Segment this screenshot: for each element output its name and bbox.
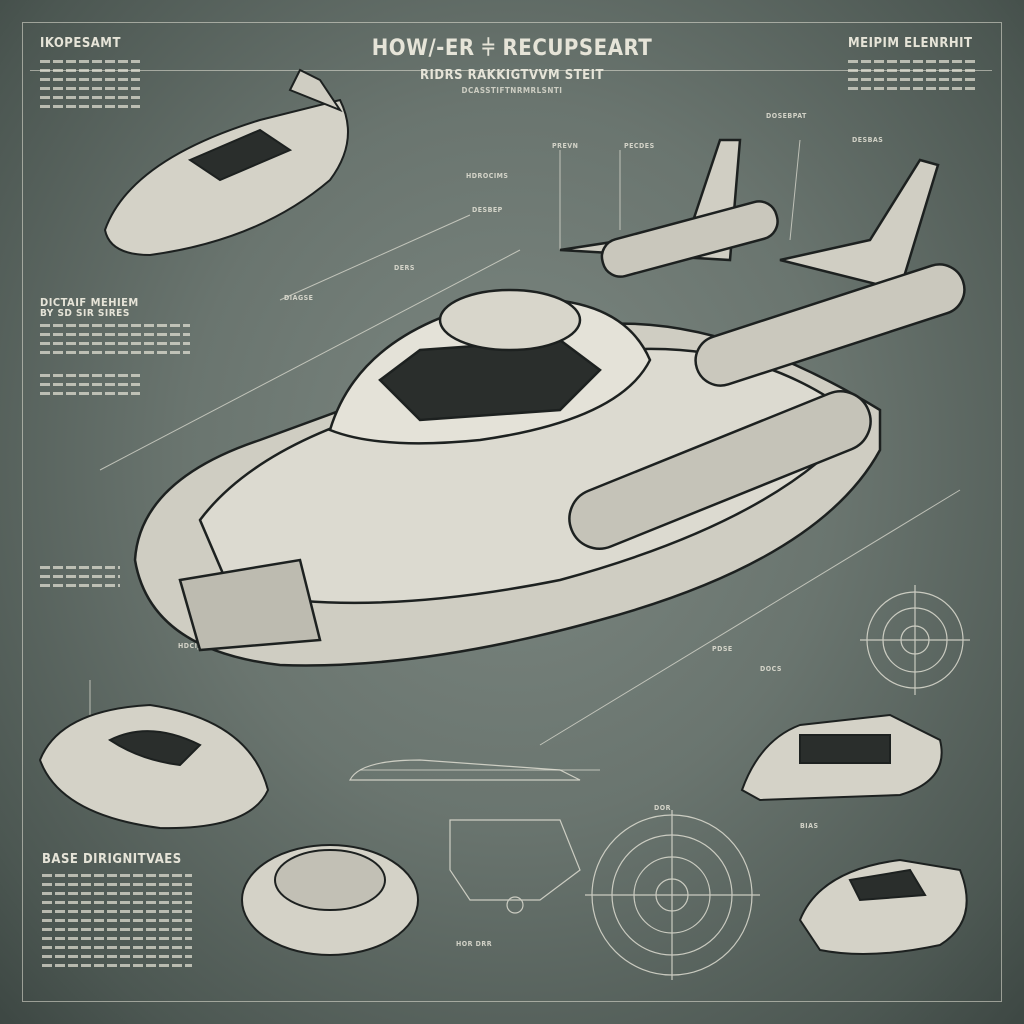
callout-label: HDROCIMS [466,172,509,180]
border-frame [22,22,1002,1002]
small-hovercraft-bottom-center [241,844,419,956]
mid-left-notes-2 [40,368,140,401]
mid-left-heading: DICTAIF MEHIEM [40,296,139,309]
callout-label: DOR [654,804,671,812]
page-subtitle: RIDRS RAKKIGTVVM STEIT [420,68,604,83]
circular-schematic-right [860,585,970,695]
callout-label: PREVN [552,142,579,150]
callout-label: HOR DRR [456,940,493,948]
top-left-heading: IKOPESAMT [40,36,121,51]
main-hovercraft [133,138,966,667]
title-rule [30,70,992,71]
callout-label: HDCIJSA [178,642,211,650]
left-notes-3 [40,560,120,593]
top-right-heading: MEIPIM ELENRHIT [848,36,973,51]
mid-left-notes [40,318,190,360]
mid-left-subheading: BY SD SIR SIRES [40,308,130,319]
callout-label: DESBEP [472,206,503,214]
callout-label: DERS [394,264,415,272]
callout-label: DOSEBPAT [766,112,807,120]
dimension-lines [89,139,961,771]
small-hovercraft-right [740,713,943,802]
page-subtitle-small: DCASSTIFTNRMRLSNTI [461,86,563,95]
callout-label: DOCS [760,665,782,673]
side-profile-schematic [349,759,581,914]
page-title: HOW/-ER ⫩ RECUPSEART [371,36,653,61]
circular-schematic-bottom [585,810,760,980]
callout-label: DESBAS [852,136,884,144]
small-hovercraft-mid-left [38,703,270,830]
bottom-left-notes [42,868,192,973]
callout-label: DIAGSE [284,294,314,302]
small-hovercraft-bottom-right [798,858,968,955]
callout-label: BIAS [800,822,819,830]
callout-label: PDSE [712,645,733,653]
small-hovercraft-top-left [103,68,349,257]
top-right-notes [848,54,978,96]
bottom-left-heading: BASE DIRIGNITVAES [42,852,182,867]
callout-label: PECDES [624,142,655,150]
top-left-notes [40,54,140,114]
